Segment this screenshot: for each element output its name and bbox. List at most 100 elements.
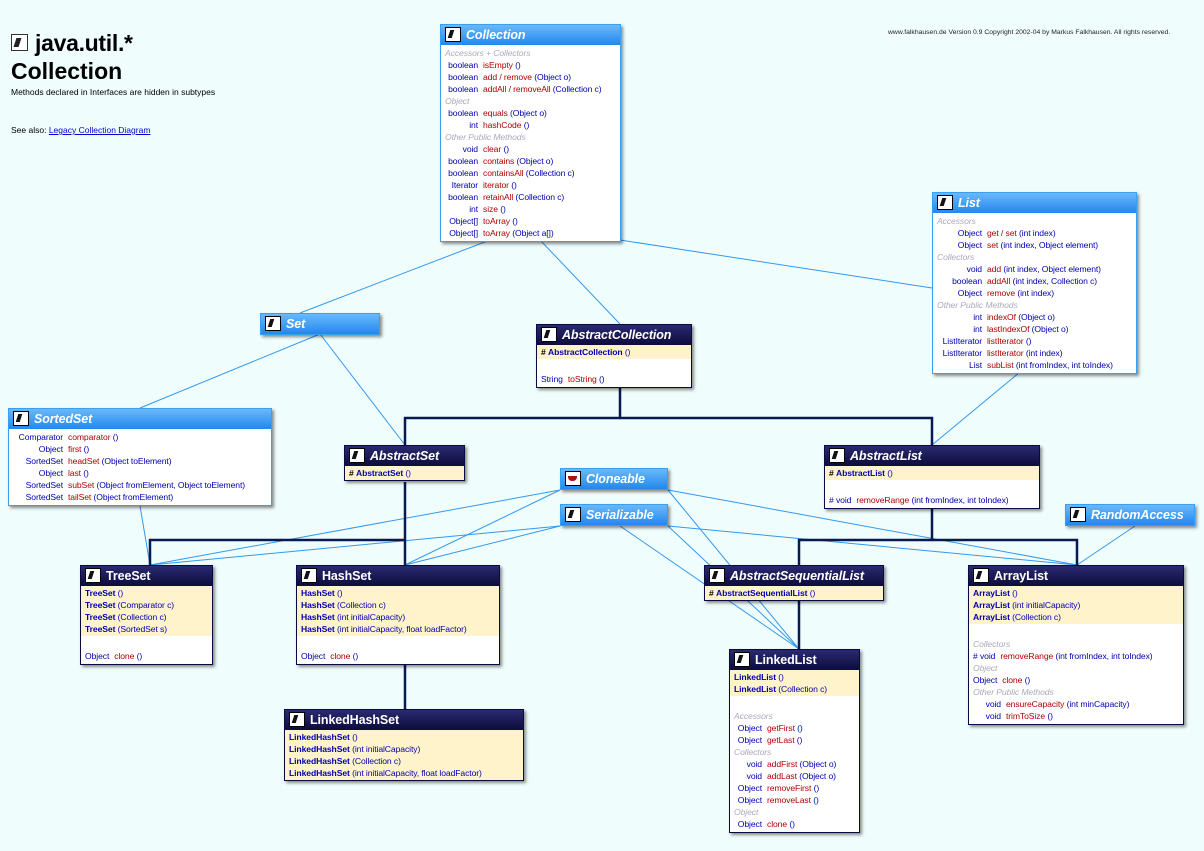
return-type: Object[] [449,216,478,226]
linked-list-box[interactable]: LinkedList LinkedList () LinkedList (Col… [729,649,860,833]
collection-header: Collection [441,25,620,45]
constructor-row: TreeSet (Comparator c) [85,599,212,611]
interface-icon [565,507,581,522]
copyright-notice: www.falkhausen.de Version 0.9 Copyright … [888,29,1171,36]
method-params: (Object o) [1031,324,1069,334]
method-name: toArray [483,216,510,226]
method-params: (int index, Collection c) [1012,276,1098,286]
method-name: addFirst [767,759,798,769]
method-name: retainAll [483,192,514,202]
constructor-row: TreeSet (SortedSet s) [85,623,212,635]
page-title-package: java.util.* [35,30,133,56]
section-label: Accessors [937,216,976,226]
linked-hash-set-box[interactable]: LinkedHashSet LinkedHashSet () LinkedHas… [284,709,524,781]
method-name: indexOf [987,312,1016,322]
constructor-params: (Collection c) [337,600,386,610]
method-name: remove [987,288,1016,298]
interface-icon [265,316,281,331]
return-type: void [746,771,762,781]
section-label: Collectors [973,639,1011,649]
hash-set-box[interactable]: HashSet HashSet () HashSet (Collection c… [296,565,500,665]
class-icon [85,568,101,583]
return-type: Object [737,819,762,829]
collection-interface-box[interactable]: Collection Accessors + Collectors boolea… [440,24,621,242]
class-name: SortedSet [34,412,93,426]
constructor-name: LinkedHashSet [289,768,350,778]
method-params: (Object o) [534,72,571,82]
class-name: Serializable [586,508,654,522]
tree-set-box[interactable]: TreeSet TreeSet () TreeSet (Comparator c… [80,565,213,665]
method-params: () [503,144,509,154]
method-params: () [796,735,803,745]
method-params: () [352,651,359,661]
method-name: getFirst [767,723,795,733]
constructor-params: (int initialCapacity) [1012,600,1081,610]
constructor-row: ArrayList (Collection c) [973,611,1183,623]
constructor-name: TreeSet [85,588,116,598]
constructor-name: LinkedList [734,672,776,682]
method-name: contains [483,156,515,166]
constructor-name: LinkedHashSet [289,744,350,754]
constructor-row: ArrayList () [973,587,1183,599]
method-params: (int fromIndex, int toIndex) [911,495,1009,505]
constructor-row: LinkedHashSet () [289,731,523,743]
array-list-header: ArrayList [969,566,1183,586]
method-name: removeFirst [767,783,812,793]
abstract-sequential-list-box[interactable]: AbstractSequentialList # AbstractSequent… [704,565,884,601]
method-name: addAll / removeAll [483,84,551,94]
legacy-diagram-link[interactable]: Legacy Collection Diagram [48,125,151,135]
constructor-name: HashSet [301,600,335,610]
return-type: Object [957,288,982,298]
return-type: boolean [448,168,478,178]
method-params: () [797,723,803,733]
method-name: clone [330,651,351,661]
method-name: lastIndexOf [987,324,1030,334]
method-row: Object[]toArray () [445,215,617,227]
return-type: Object[] [449,228,478,238]
constructor-row: # AbstractSet () [349,467,464,479]
constructor-row: # AbstractSequentialList () [709,587,883,599]
abstract-collection-box[interactable]: AbstractCollection # AbstractCollection … [536,324,692,388]
protected-marker: # [541,347,546,357]
class-name: RandomAccess [1091,508,1184,522]
method-name: addLast [767,771,797,781]
random-access-interface-box[interactable]: RandomAccess [1065,504,1195,526]
method-name: tailSet [68,492,92,502]
return-type: ListIterator [942,336,983,346]
method-params: () [136,651,143,661]
return-type: void [462,144,478,154]
array-list-box[interactable]: ArrayList ArrayList () ArrayList (int in… [968,565,1184,725]
serializable-interface-box[interactable]: Serializable [560,504,668,526]
method-params: () [1047,711,1053,721]
return-type: # void [973,651,996,661]
return-type: boolean [952,276,982,286]
cloneable-interface-box[interactable]: Cloneable [560,468,668,490]
return-type: String [541,374,563,384]
class-icon [734,652,750,667]
return-type: boolean [448,84,478,94]
method-name: comparator [68,432,111,442]
method-name: getLast [767,735,795,745]
method-params: (Object a[]) [512,228,554,238]
abstract-set-box[interactable]: AbstractSet # AbstractSet () [344,445,465,481]
class-name: Cloneable [586,472,645,486]
set-interface-box[interactable]: Set [260,313,380,335]
class-name: TreeSet [106,569,151,583]
method-params: () [515,60,521,70]
